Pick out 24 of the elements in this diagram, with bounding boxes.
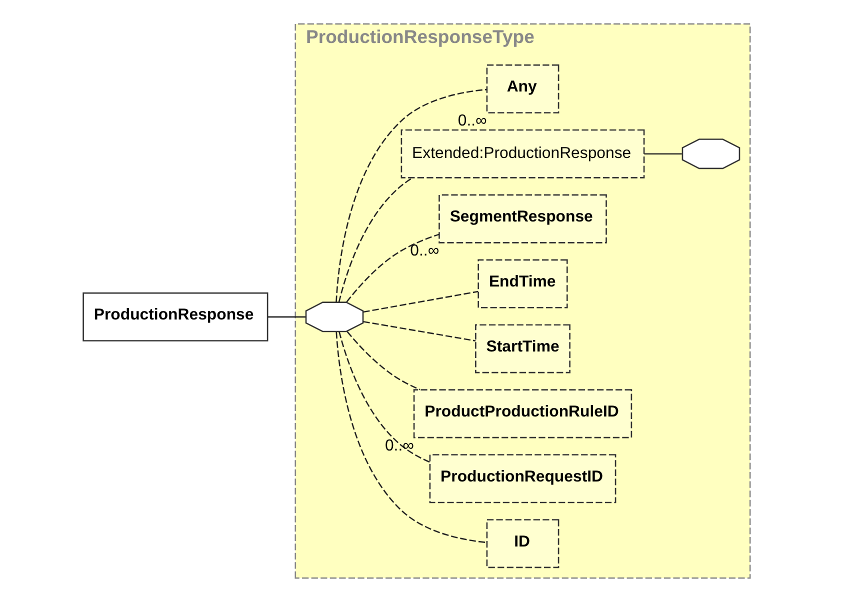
connector	[267, 316, 306, 318]
node-box: StartTime	[474, 324, 570, 374]
connector	[346, 234, 439, 302]
node-octagon	[304, 302, 364, 332]
connector	[362, 290, 478, 313]
node-box: EndTime	[477, 259, 568, 308]
node-box: ProductionResponse	[82, 292, 268, 342]
connector	[362, 320, 476, 342]
connector	[644, 153, 682, 155]
node-box: ID	[486, 519, 559, 568]
node-label: 0..∞	[457, 112, 486, 130]
connector	[338, 177, 412, 302]
node-box: ProductionRequestID	[428, 454, 616, 504]
node-label: 0..∞	[384, 437, 414, 454]
node-box: ProductProductionRuleID	[412, 389, 632, 438]
node-box: Any	[486, 64, 559, 114]
node-label: 0..∞	[410, 242, 439, 260]
node-octagon	[681, 138, 740, 170]
connector	[346, 331, 420, 390]
connector	[335, 88, 486, 302]
connector	[338, 332, 430, 463]
node-box: SegmentResponse	[438, 194, 606, 244]
node-box: Extended:ProductionResponse	[400, 129, 644, 178]
connector	[335, 332, 486, 544]
